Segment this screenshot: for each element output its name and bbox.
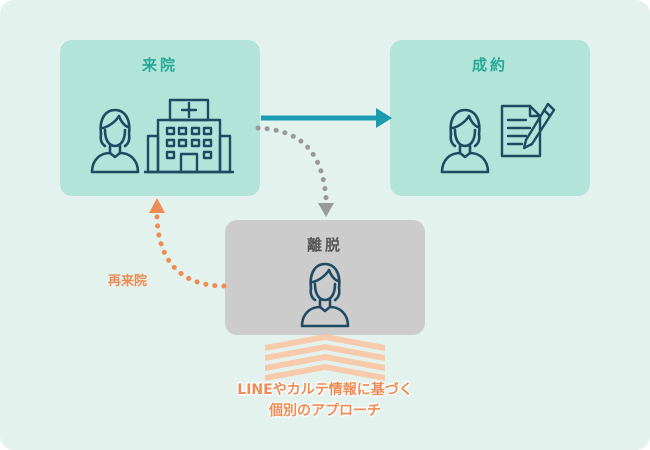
approach-text-line2: 個別のアプローチ <box>269 403 381 419</box>
node-visit: 来院 <box>60 40 260 196</box>
hospital-icon <box>144 98 234 174</box>
node-leave-label: 離脱 <box>306 236 343 254</box>
woman-icon <box>300 262 350 328</box>
contract-document-icon <box>500 102 556 158</box>
node-leave: 離脱 <box>225 220 425 335</box>
revisit-label: 再来院 <box>108 274 148 289</box>
arrow-revisit <box>149 198 227 289</box>
woman-icon <box>440 108 490 174</box>
node-contract-label: 成約 <box>471 56 508 74</box>
arrow-visit-to-leave <box>255 125 334 217</box>
arrow-visit-to-contract <box>261 108 392 128</box>
approach-chevrons-icon <box>265 334 385 381</box>
node-visit-label: 来院 <box>141 56 178 74</box>
node-contract: 成約 <box>390 40 590 196</box>
woman-icon <box>90 108 140 174</box>
approach-text-line1: LINEやカルテ情報に基づく <box>237 382 413 398</box>
